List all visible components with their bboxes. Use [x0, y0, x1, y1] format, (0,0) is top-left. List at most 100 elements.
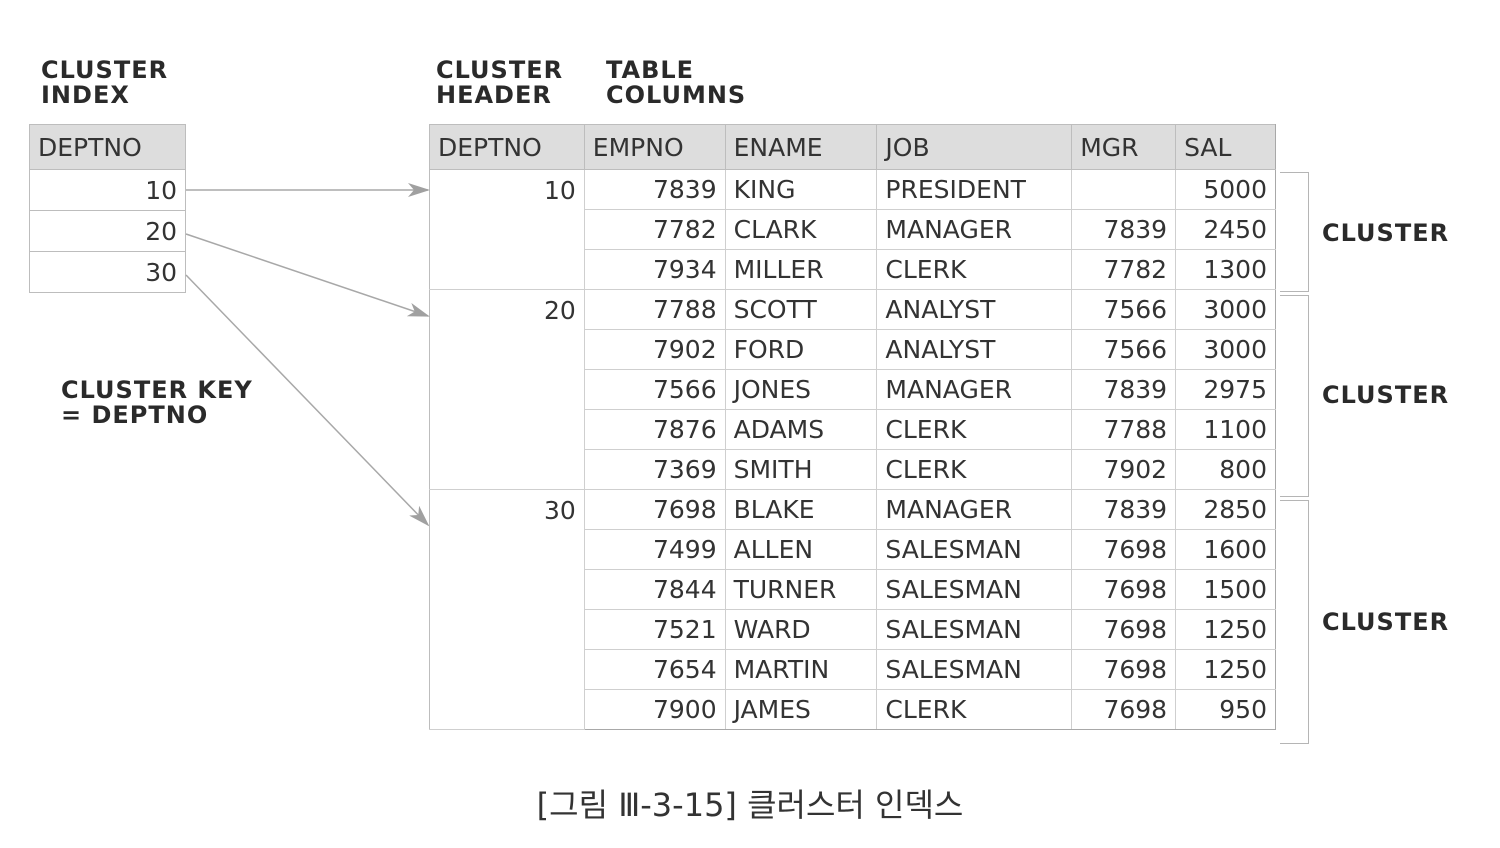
cell-ename: ADAMS [724, 409, 878, 450]
column-header-job: JOB [876, 124, 1073, 170]
cell-mgr: 7839 [1071, 489, 1177, 530]
cell-ename: BLAKE [724, 489, 878, 530]
cell-mgr: 7788 [1071, 409, 1177, 450]
cell-job: CLERK [876, 249, 1073, 290]
arrow-20 [185, 233, 430, 317]
cell-sal: 1300 [1175, 249, 1276, 290]
cluster-header-deptno: 20 [429, 289, 585, 490]
cell-empno: 7900 [583, 689, 726, 730]
cell-ename: MILLER [724, 249, 878, 290]
cell-ename: CLARK [724, 209, 878, 250]
cluster-label-10: CLUSTER [1322, 219, 1450, 247]
cell-sal: 2450 [1175, 209, 1276, 250]
index-value-10: 10 [29, 169, 186, 211]
cell-job: PRESIDENT [876, 169, 1073, 210]
cell-job: MANAGER [876, 209, 1073, 250]
cell-sal: 800 [1175, 449, 1276, 490]
cell-empno: 7902 [583, 329, 726, 370]
arrow-30 [185, 274, 430, 527]
index-value-30: 30 [29, 251, 186, 293]
index-header-deptno: DEPTNO [29, 124, 186, 170]
cluster-index-label: CLUSTER INDEX [41, 56, 169, 109]
cell-ename: MARTIN [724, 649, 878, 690]
cell-empno: 7654 [583, 649, 726, 690]
cluster-label-30: CLUSTER [1322, 608, 1450, 636]
cell-ename: SCOTT [724, 289, 878, 330]
cell-job: MANAGER [876, 369, 1073, 410]
column-header-sal: SAL [1175, 124, 1276, 170]
cell-ename: WARD [724, 609, 878, 650]
cell-empno: 7876 [583, 409, 726, 450]
cell-job: SALESMAN [876, 609, 1073, 650]
cluster-header-label: CLUSTER HEADER [436, 56, 564, 109]
cell-job: CLERK [876, 409, 1073, 450]
cell-job: CLERK [876, 449, 1073, 490]
cell-job: SALESMAN [876, 649, 1073, 690]
cell-ename: FORD [724, 329, 878, 370]
cell-sal: 1250 [1175, 649, 1276, 690]
cell-sal: 950 [1175, 689, 1276, 730]
cluster-header-deptno: 30 [429, 489, 585, 730]
cell-job: SALESMAN [876, 569, 1073, 610]
cluster-bracket-20 [1280, 295, 1309, 497]
cell-job: ANALYST [876, 289, 1073, 330]
cluster-bracket-30 [1280, 500, 1309, 744]
cell-mgr: 7566 [1071, 329, 1177, 370]
cell-mgr: 7698 [1071, 609, 1177, 650]
index-value-20: 20 [29, 210, 186, 252]
figure-caption: [그림 Ⅲ-3-15] 클러스터 인덱스 [536, 786, 964, 824]
cell-empno: 7934 [583, 249, 726, 290]
cell-empno: 7499 [583, 529, 726, 570]
cell-ename: ALLEN [724, 529, 878, 570]
cell-sal: 3000 [1175, 289, 1276, 330]
table-columns-label: TABLE COLUMNS [606, 56, 747, 109]
column-header-empno: EMPNO [583, 124, 726, 170]
column-header-mgr: MGR [1071, 124, 1177, 170]
cell-ename: TURNER [724, 569, 878, 610]
cluster-label-20: CLUSTER [1322, 381, 1450, 409]
cell-empno: 7782 [583, 209, 726, 250]
cluster-index-table: DEPTNO 10 20 30 [29, 124, 186, 293]
cell-sal: 1600 [1175, 529, 1276, 570]
cluster-bracket-10 [1280, 172, 1309, 292]
cell-job: MANAGER [876, 489, 1073, 530]
cell-ename: SMITH [724, 449, 878, 490]
cell-ename: JAMES [724, 689, 878, 730]
cell-sal: 2850 [1175, 489, 1276, 530]
cell-empno: 7844 [583, 569, 726, 610]
cell-mgr: 7698 [1071, 689, 1177, 730]
cell-sal: 1500 [1175, 569, 1276, 610]
cell-sal: 1100 [1175, 409, 1276, 450]
cell-ename: JONES [724, 369, 878, 410]
cell-empno: 7839 [583, 169, 726, 210]
cell-mgr: 7839 [1071, 369, 1177, 410]
column-header-deptno: DEPTNO [429, 124, 585, 170]
cell-job: CLERK [876, 689, 1073, 730]
cell-job: SALESMAN [876, 529, 1073, 570]
cell-empno: 7698 [583, 489, 726, 530]
cell-mgr: 7566 [1071, 289, 1177, 330]
cell-sal: 5000 [1175, 169, 1276, 210]
cell-job: ANALYST [876, 329, 1073, 370]
cluster-header-deptno: 10 [429, 169, 585, 290]
cluster-key-label: CLUSTER KEY = DEPTNO [61, 376, 253, 429]
cell-sal: 2975 [1175, 369, 1276, 410]
column-header-ename: ENAME [724, 124, 878, 170]
cell-empno: 7788 [583, 289, 726, 330]
